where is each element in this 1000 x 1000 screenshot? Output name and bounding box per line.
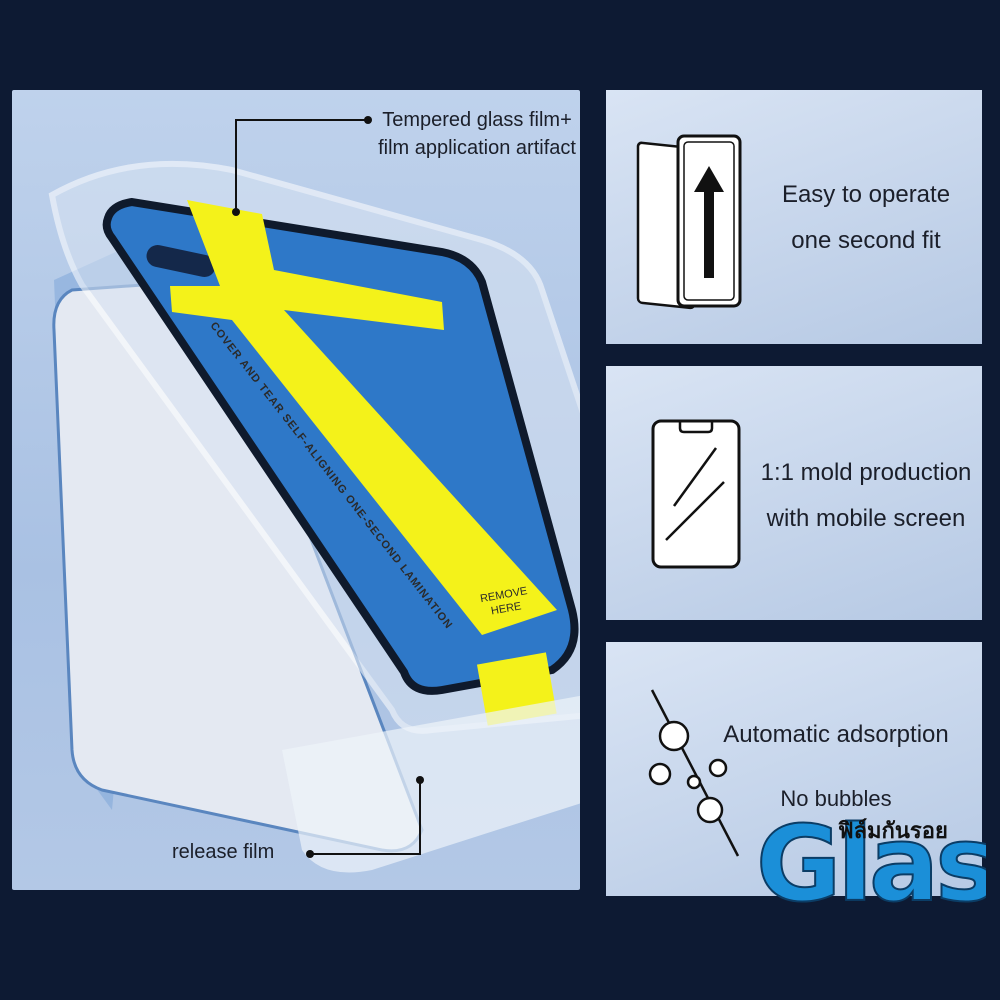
phone-outline-icon: [651, 419, 741, 569]
callout-top-line2: film application artifact: [378, 137, 576, 159]
phone-illustration: [48, 116, 580, 873]
callout-top-line1: Tempered glass film+: [382, 109, 572, 131]
feature-text-1: Easy to operate one second fit: [756, 172, 976, 264]
release-film: [282, 695, 580, 873]
callout-line-top: [235, 119, 368, 210]
callout-dot-bottom-end: [416, 776, 424, 784]
callout-top: Tempered glass film+ film application ar…: [372, 106, 582, 162]
brand-logo: Glass: [756, 802, 986, 910]
yellow-film-strip: [170, 200, 557, 635]
brand-title: Glass: [756, 803, 986, 910]
feature-1-line2: one second fit: [791, 227, 941, 254]
product-panel: Tempered glass film+ film application ar…: [12, 90, 580, 890]
feature-card-mold: 1:1 mold production with mobile screen: [606, 366, 982, 620]
brand-subtitle: ฟิล์มกันรอย: [838, 818, 948, 843]
feature-2-line1: 1:1 mold production: [760, 459, 972, 486]
feature-card-easy: Easy to operate one second fit: [606, 90, 982, 344]
feature-3-line2: No bubbles: [780, 786, 892, 811]
bubbles-icon: [648, 689, 740, 857]
arrow-up-layers-icon: [636, 134, 742, 310]
callout-dot-top: [364, 116, 372, 124]
feature-text-2: 1:1 mold production with mobile screen: [754, 450, 978, 542]
callout-bottom: release film: [172, 841, 275, 863]
feature-card-adsorption: Automatic adsorption No bubbles: [606, 642, 982, 896]
feature-1-line1: Easy to operate: [781, 181, 951, 208]
callout-dot-bottom: [306, 850, 314, 858]
feature-3-line1: Automatic adsorption: [723, 721, 949, 748]
callout-line-bottom: [310, 782, 421, 855]
camera-cutout: [146, 245, 216, 277]
callout-dot-top-end: [232, 208, 240, 216]
feature-2-line2: with mobile screen: [766, 505, 966, 532]
